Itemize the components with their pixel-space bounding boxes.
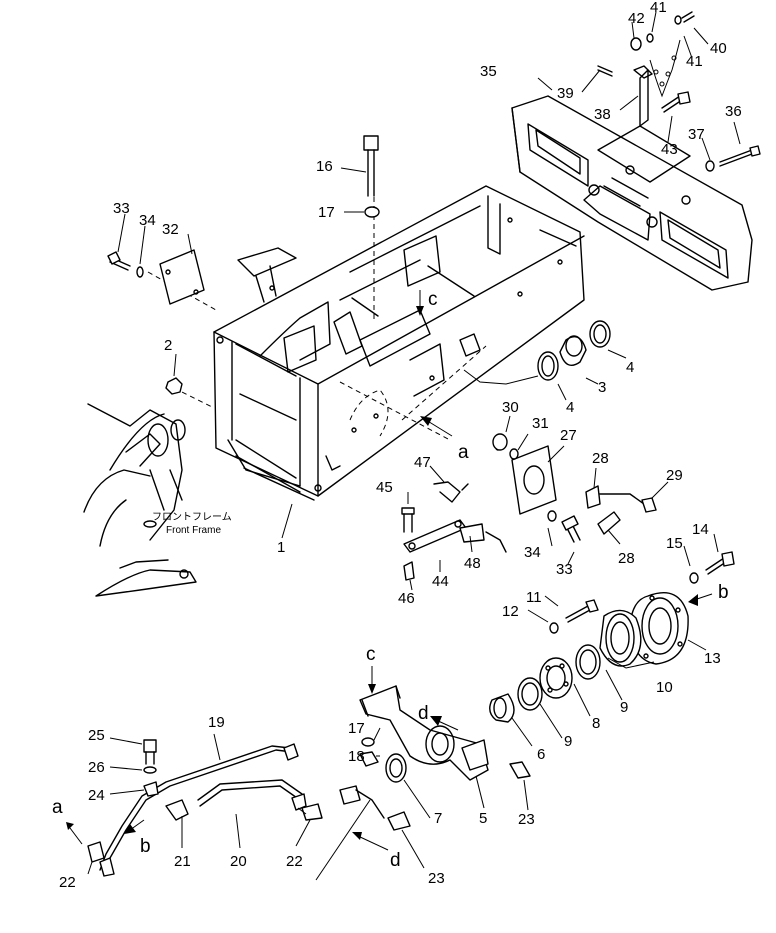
- label-37: 37: [688, 126, 705, 143]
- label-48: 48: [464, 555, 481, 572]
- cover-plate: [107, 249, 205, 305]
- label-13: 13: [704, 650, 721, 667]
- label-32: 32: [162, 221, 179, 238]
- bolt-16: [363, 135, 380, 218]
- label-17: 17: [318, 204, 335, 221]
- label-34: 34: [524, 544, 541, 561]
- label-23: 23: [518, 811, 535, 828]
- front-frame-jp: フロントフレーム: [152, 511, 232, 523]
- label-28: 28: [592, 450, 609, 467]
- arm-5: [359, 685, 531, 783]
- label-10: 10: [656, 679, 673, 696]
- rear-hub-assembly: [489, 551, 735, 723]
- ref-c-arm: c: [366, 644, 376, 665]
- label-2: 2: [164, 337, 172, 354]
- front-frame-sketch: [83, 403, 197, 597]
- label-18: 18: [348, 748, 365, 765]
- plate-27: [492, 433, 657, 543]
- label-38: 38: [594, 106, 611, 123]
- label-26: 26: [88, 759, 105, 776]
- label-9: 9: [620, 699, 628, 716]
- label-15: 15: [666, 535, 683, 552]
- label-4: 4: [566, 399, 574, 416]
- label-36: 36: [725, 103, 742, 120]
- label-43: 43: [661, 141, 678, 158]
- ref-a-tube: a: [52, 797, 63, 818]
- leader-lines: [87, 11, 741, 881]
- label-45: 45: [376, 479, 393, 496]
- label-41: 41: [650, 0, 667, 16]
- label-39: 39: [557, 85, 574, 102]
- label-19: 19: [208, 714, 225, 731]
- label-33: 33: [556, 561, 573, 578]
- label-42: 42: [628, 10, 645, 27]
- label-46: 46: [398, 590, 415, 607]
- label-28: 28: [618, 550, 635, 567]
- label-24: 24: [88, 787, 105, 804]
- label-8: 8: [592, 715, 600, 732]
- label-5: 5: [479, 810, 487, 827]
- front-frame-caption: フロントフレーム Front Frame: [152, 511, 232, 536]
- label-4: 4: [626, 359, 634, 376]
- label-47: 47: [414, 454, 431, 471]
- main-frame: [213, 185, 585, 501]
- arrows: [66, 290, 713, 851]
- ref-c-frame: c: [428, 289, 438, 310]
- ref-d-arm: d: [418, 703, 429, 724]
- label-20: 20: [230, 853, 247, 870]
- label-17: 17: [348, 720, 365, 737]
- label-21: 21: [174, 853, 191, 870]
- nut-2: [165, 377, 183, 395]
- label-44: 44: [432, 573, 449, 590]
- label-35: 35: [480, 63, 497, 80]
- label-22: 22: [59, 874, 76, 891]
- label-16: 16: [316, 158, 333, 175]
- label-40: 40: [710, 40, 727, 57]
- ref-a-frame: a: [458, 442, 469, 463]
- ref-d-tube: d: [390, 850, 401, 871]
- label-25: 25: [88, 727, 105, 744]
- label-30: 30: [502, 399, 519, 416]
- label-1: 1: [277, 539, 285, 556]
- label-12: 12: [502, 603, 519, 620]
- ref-b-tube: b: [140, 836, 151, 857]
- label-3: 3: [598, 379, 606, 396]
- label-11: 11: [526, 589, 542, 606]
- label-41: 41: [686, 53, 703, 70]
- label-22: 22: [286, 853, 303, 870]
- reference-letters: a a b b c c d d: [52, 289, 729, 871]
- tubes: [87, 739, 411, 877]
- label-33: 33: [113, 200, 130, 217]
- label-7: 7: [434, 810, 442, 827]
- linkage-44: [401, 481, 507, 581]
- label-27: 27: [560, 427, 577, 444]
- label-34: 34: [139, 212, 156, 229]
- label-14: 14: [692, 521, 709, 538]
- label-29: 29: [666, 467, 683, 484]
- counterweight-hardware: [597, 11, 761, 172]
- rings-upper: [537, 320, 611, 381]
- label-6: 6: [537, 746, 545, 763]
- part-labels: 1 2 3 4 4 5 6 7 8 9 9 10 11 12 13 14 15 …: [59, 0, 742, 891]
- ref-b-hub: b: [718, 582, 729, 603]
- label-23: 23: [428, 870, 445, 887]
- counterweight: [511, 95, 753, 291]
- front-frame-en: Front Frame: [166, 525, 221, 536]
- label-31: 31: [532, 415, 549, 432]
- label-9: 9: [564, 733, 572, 750]
